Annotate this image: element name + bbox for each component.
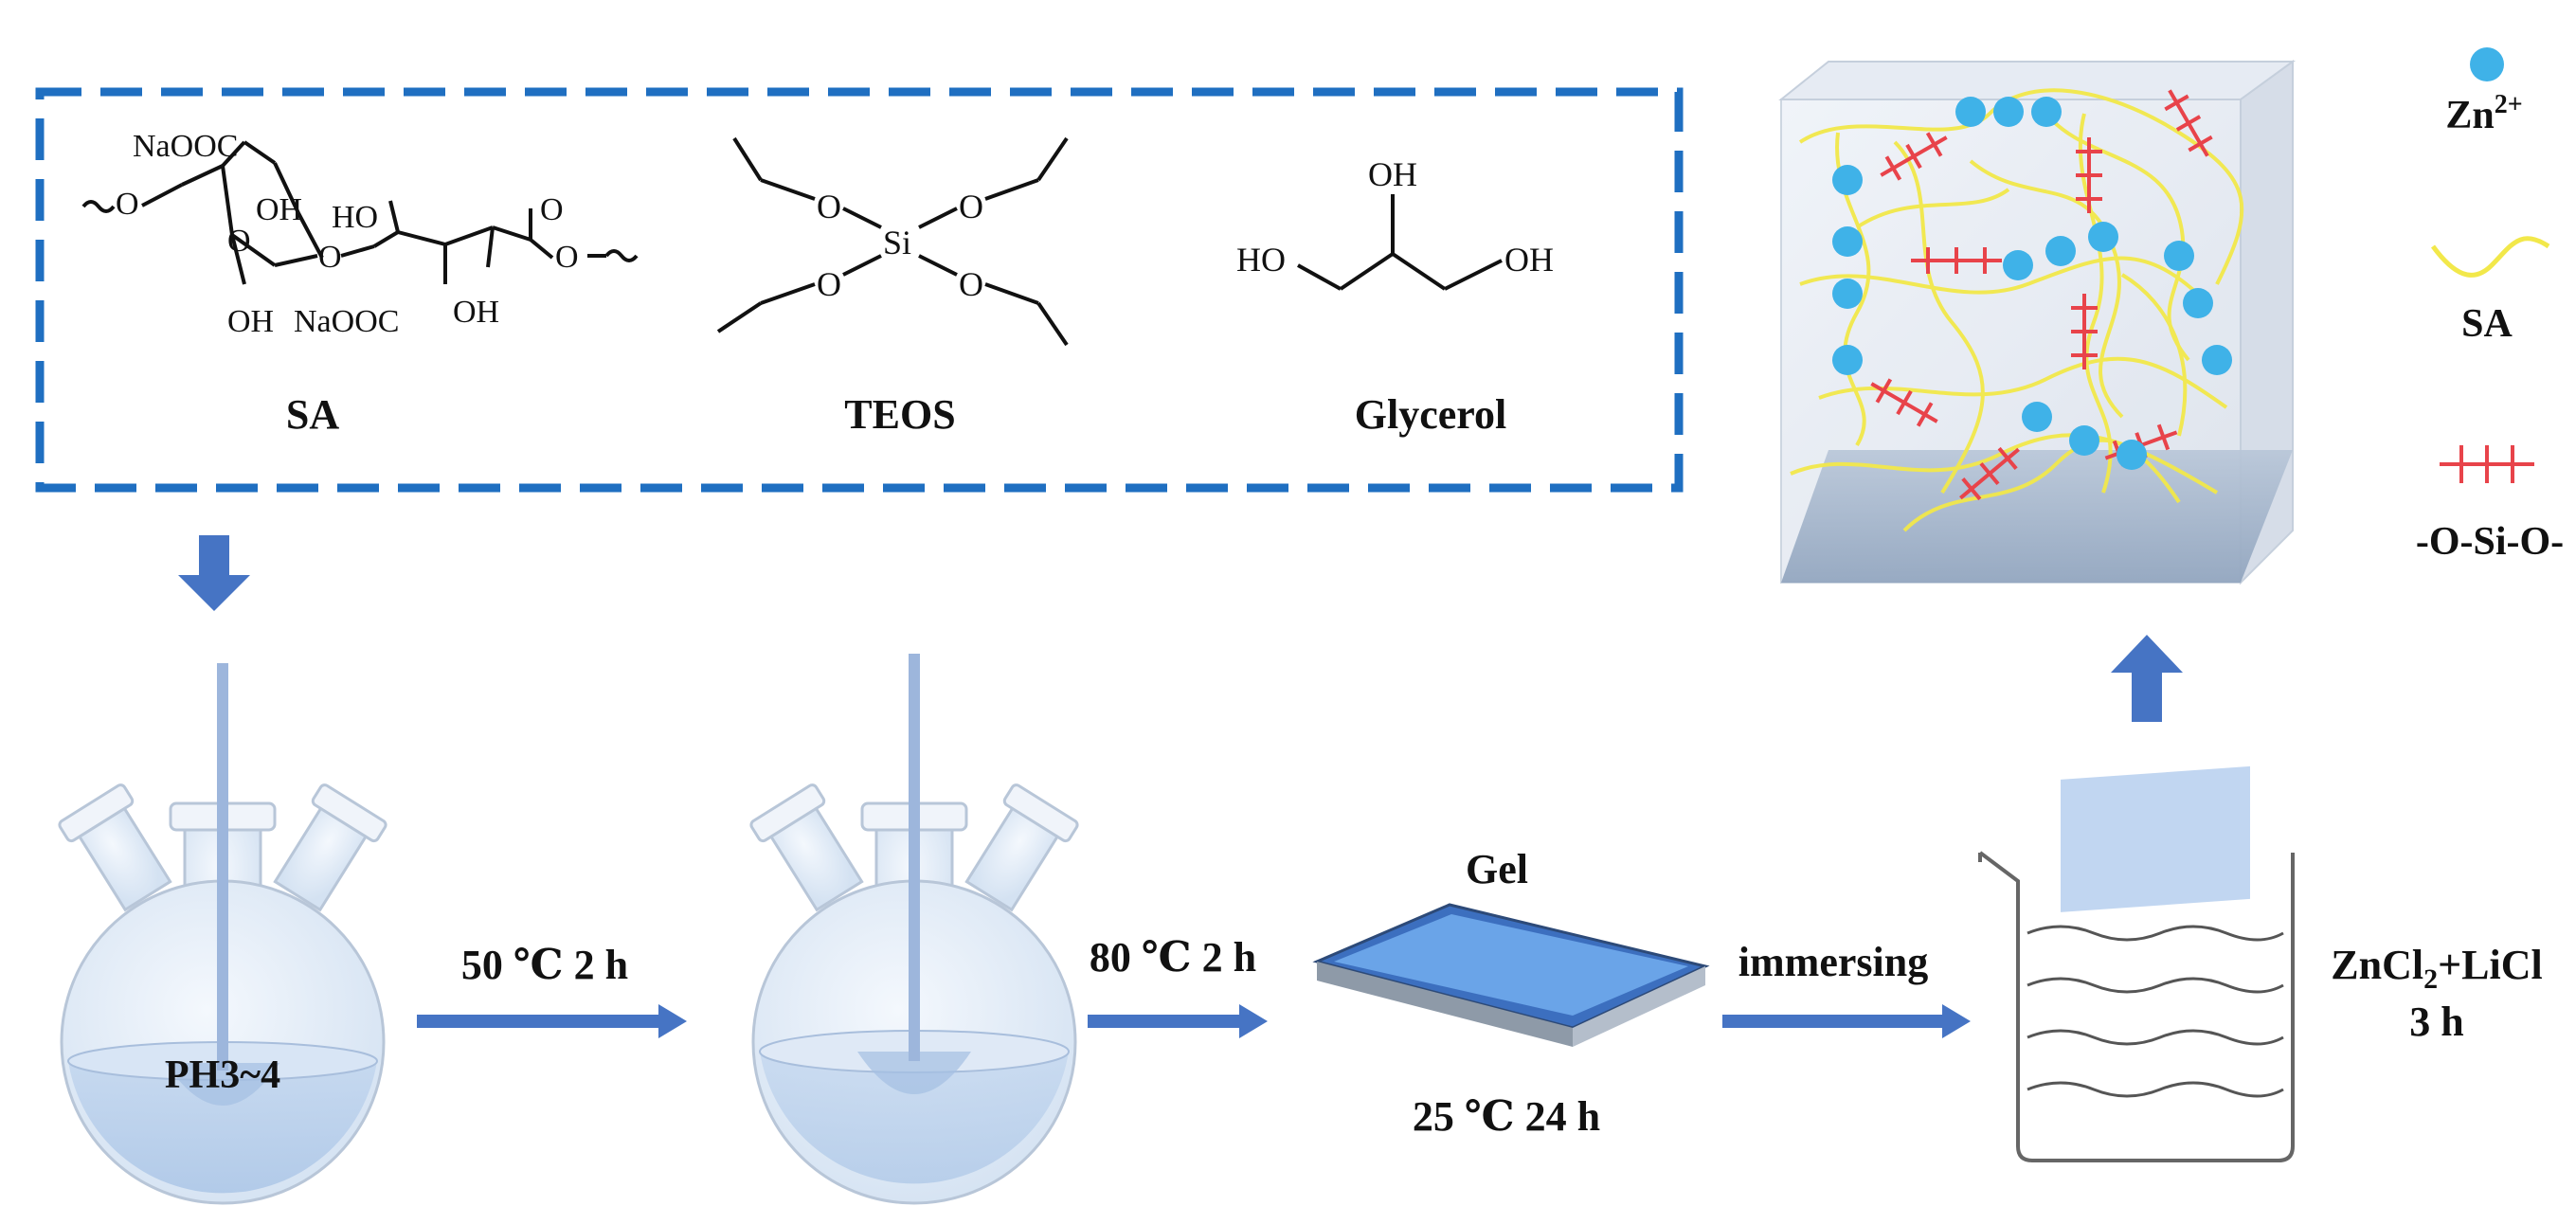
glycerol-oh-top: OH	[1368, 155, 1417, 193]
teos-o-bottomright: O	[959, 265, 983, 303]
glycerol-atom-labels: OH HO OH	[1236, 155, 1554, 279]
teos-si: Si	[883, 224, 911, 261]
sa-naooc-top: NaOOC	[133, 129, 238, 164]
bath-time: 3 h	[2409, 999, 2463, 1045]
sa-oh-bottom2: OH	[453, 295, 499, 330]
legend-sa-label: SA	[2461, 302, 2513, 346]
gel-condition: 25 ℃ 24 h	[1413, 1093, 1600, 1140]
teos-o-topleft: O	[817, 188, 841, 225]
arrow-step-1	[417, 1004, 687, 1038]
arrow-step-3	[1722, 1004, 1971, 1038]
sa-o-left: O	[116, 187, 139, 222]
step-3-label: immersing	[1738, 939, 1928, 985]
teos-o-topright: O	[959, 188, 983, 225]
teos-o-bottomleft: O	[817, 265, 841, 303]
flask-1	[58, 663, 387, 1205]
down-arrow-icon	[178, 535, 250, 611]
flask-1-label: PH3~4	[165, 1053, 280, 1097]
gel-tray	[1312, 903, 1710, 1047]
hydrogel-cube	[1778, 60, 2297, 585]
step-2-condition: 80 ℃ 2 h	[1090, 934, 1256, 981]
teos-name: TEOS	[844, 391, 955, 438]
sa-name: SA	[286, 391, 339, 438]
teos-atom-labels: O O Si O O	[817, 188, 983, 303]
glycerol-oh-right: OH	[1504, 241, 1554, 279]
teos-structure	[716, 136, 1069, 347]
gel-label: Gel	[1466, 846, 1528, 892]
bath-solution: ZnCl2+LiCl	[2331, 942, 2542, 995]
legend-crosslink-label: -O-Si-O-	[2416, 520, 2564, 564]
dashed-molecule-box	[35, 87, 1684, 493]
legend-sa-line	[2430, 236, 2550, 278]
up-arrow-icon	[2111, 635, 2183, 722]
sa-o-ring1: O	[227, 224, 251, 259]
arrow-step-2	[1088, 1004, 1268, 1038]
glycerol-ho-left: HO	[1236, 241, 1286, 279]
step-1-condition: 50 ℃ 2 h	[461, 942, 628, 988]
sa-o-right: O	[555, 240, 579, 275]
legend-zn-dot	[2470, 47, 2504, 81]
sa-o-ring2: O	[540, 192, 564, 227]
sa-oh-1: OH	[256, 192, 302, 227]
sa-group-labels: NaOOC O OH O O OH NaOOC HO O OH O	[116, 129, 579, 339]
sa-o-link: O	[318, 240, 342, 275]
sa-structure	[81, 140, 639, 285]
legend-crosslink-icon	[2440, 445, 2534, 483]
beaker	[1978, 765, 2295, 1162]
flask-2	[749, 654, 1079, 1205]
legend-zn-label: Zn2+	[2445, 90, 2522, 137]
glycerol-name: Glycerol	[1355, 391, 1506, 438]
gel-in-beaker	[2061, 765, 2250, 912]
glycerol-structure	[1297, 194, 1503, 291]
sa-naooc-bottom: NaOOC	[294, 304, 399, 339]
sa-oh-bottom1: OH	[227, 304, 274, 339]
sa-ho-top: HO	[332, 200, 378, 235]
